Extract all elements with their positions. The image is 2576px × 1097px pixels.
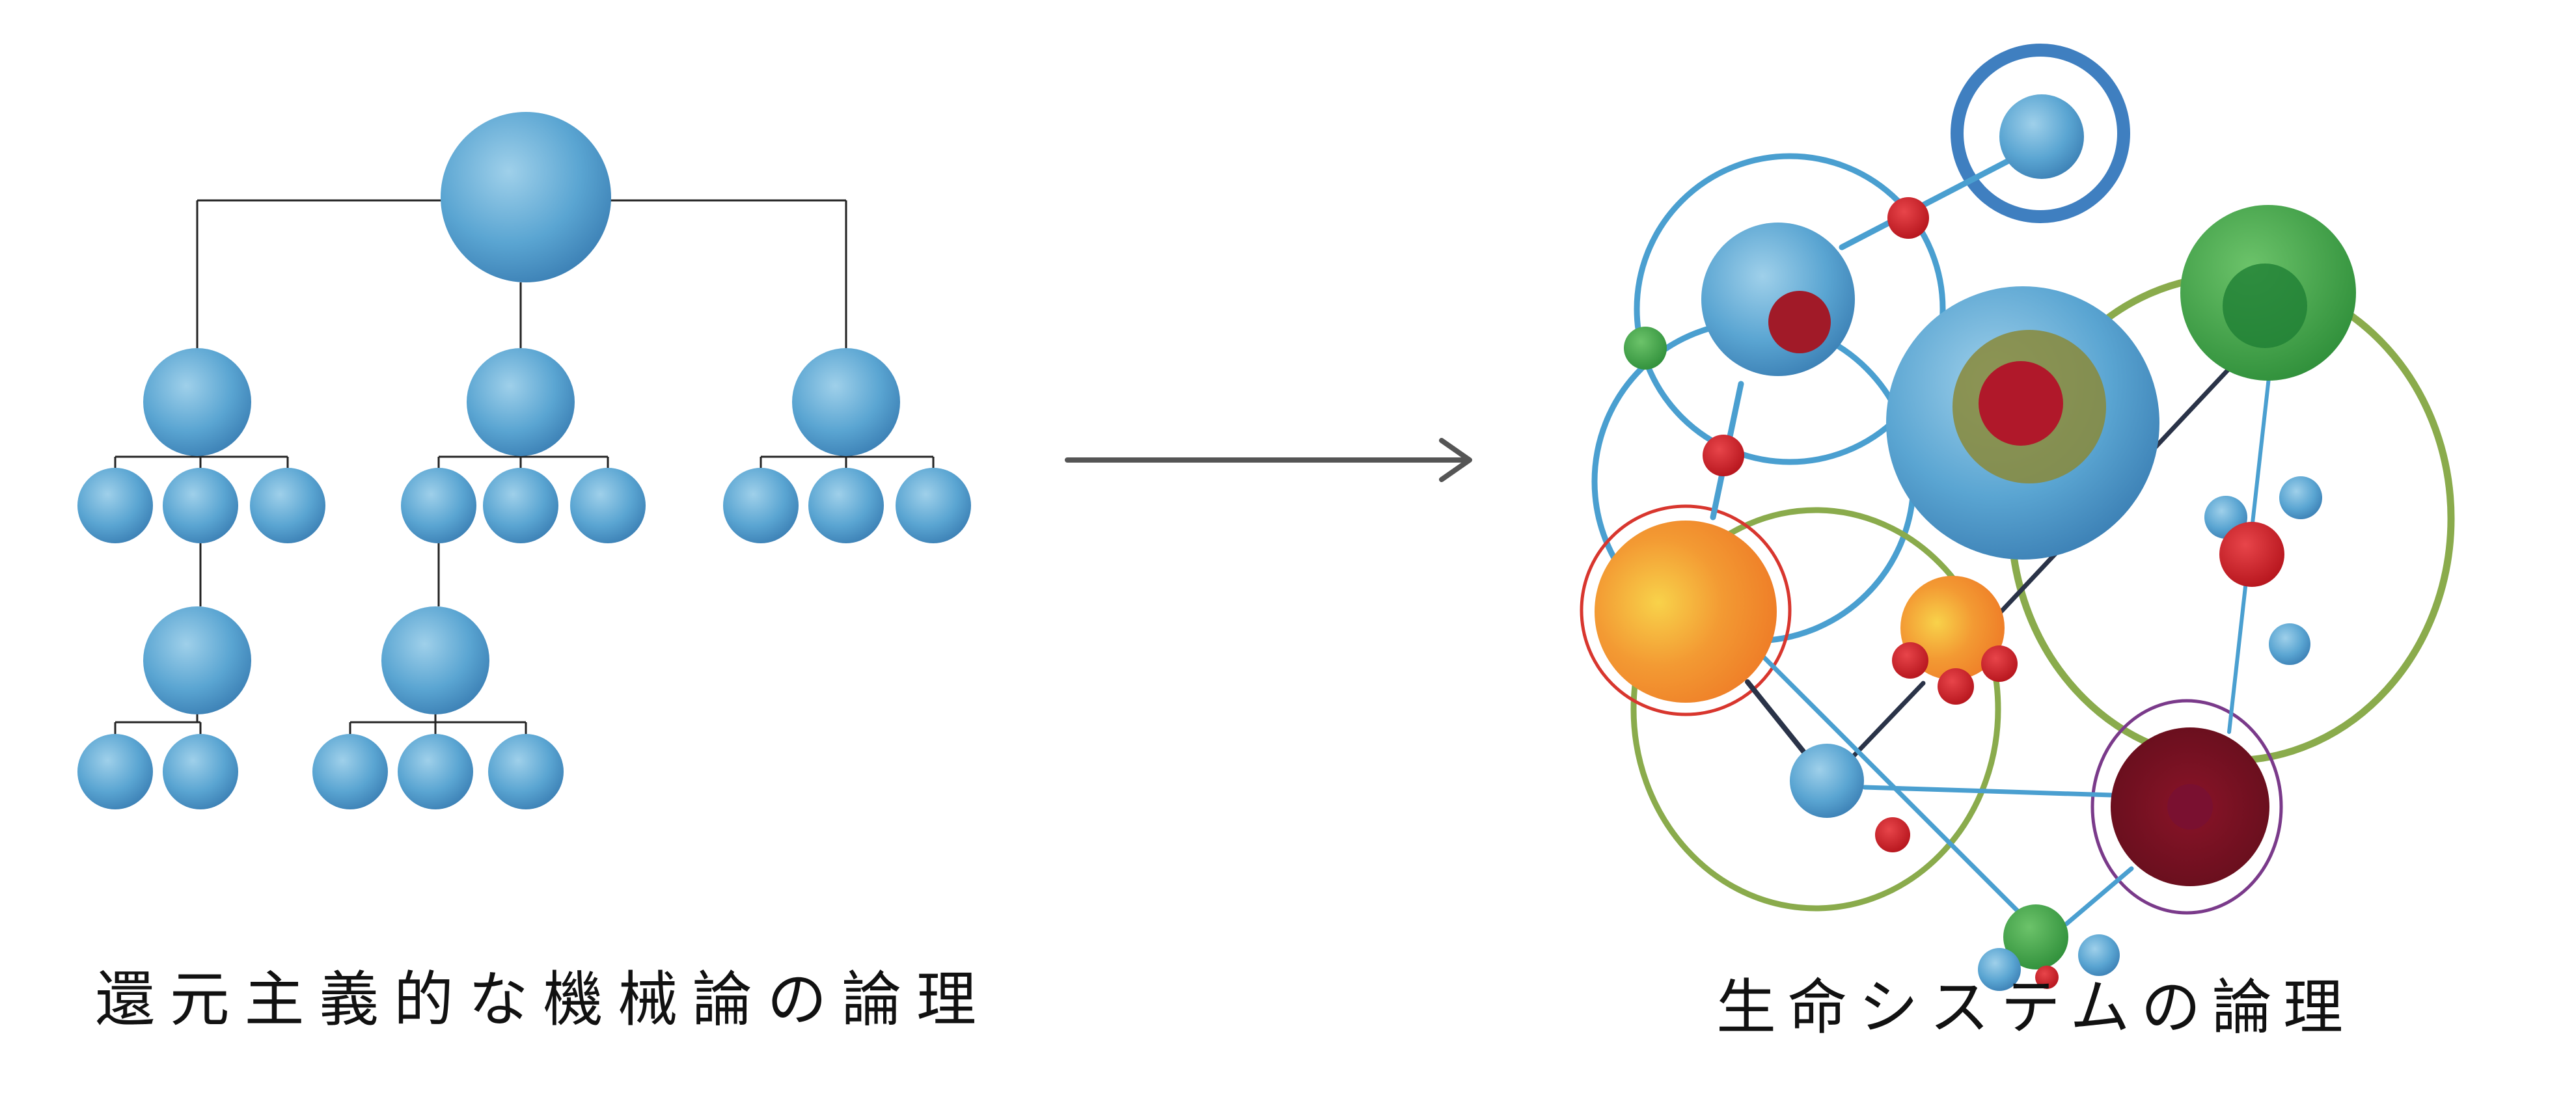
tree-node xyxy=(488,734,564,809)
tree-node xyxy=(163,734,238,809)
cell-green xyxy=(2003,904,2068,969)
cell-red xyxy=(2035,966,2059,989)
tree-node xyxy=(312,734,388,809)
tree-node xyxy=(467,348,575,456)
tree-node xyxy=(77,734,153,809)
hierarchy-tree xyxy=(77,112,971,809)
cell-blue xyxy=(2269,623,2310,665)
tree-node xyxy=(381,606,489,714)
tree-nodes xyxy=(77,112,971,809)
tree-node xyxy=(77,468,153,543)
tree-node xyxy=(143,606,251,714)
cell-blue xyxy=(1999,94,2084,179)
tree-node xyxy=(483,468,558,543)
tree-node xyxy=(808,468,884,543)
tree-node xyxy=(250,468,325,543)
cell-nucleus xyxy=(2223,264,2307,348)
tree-node xyxy=(570,468,646,543)
cell-nucleus xyxy=(1979,361,2063,446)
left-diagram-label: 還元主義的な機械論の論理 xyxy=(95,965,976,1035)
cell-green xyxy=(1624,327,1667,370)
tree-node xyxy=(143,348,251,456)
tree-node xyxy=(398,734,473,809)
right-diagram-label: 生命システムの論理 xyxy=(1716,973,2343,1042)
cell-blue xyxy=(1701,223,1855,376)
cell-blue xyxy=(2279,476,2322,519)
cell-red xyxy=(1892,642,1928,679)
cells xyxy=(1595,94,2356,991)
tree-node xyxy=(401,468,476,543)
arrow-right-icon xyxy=(1065,438,1472,482)
cell-blue xyxy=(1790,744,1864,818)
root-node xyxy=(441,112,611,282)
cell-red xyxy=(1938,668,1974,705)
cell-blue xyxy=(1978,948,2021,991)
cell-nucleus xyxy=(1768,291,1831,353)
cell-red xyxy=(1703,435,1744,476)
tree-node xyxy=(723,468,799,543)
living-system-network xyxy=(1580,44,2455,991)
cell-red xyxy=(1981,645,2018,682)
tree-node xyxy=(163,468,238,543)
cell-red xyxy=(1875,817,1910,852)
cell-blue xyxy=(2078,934,2120,976)
tree-node xyxy=(896,468,971,543)
cell-nucleus xyxy=(2167,784,2213,830)
cell-red xyxy=(2219,522,2284,587)
cell-orange xyxy=(1595,521,1777,703)
cell-red xyxy=(1887,197,1929,239)
tree-node xyxy=(792,348,900,456)
